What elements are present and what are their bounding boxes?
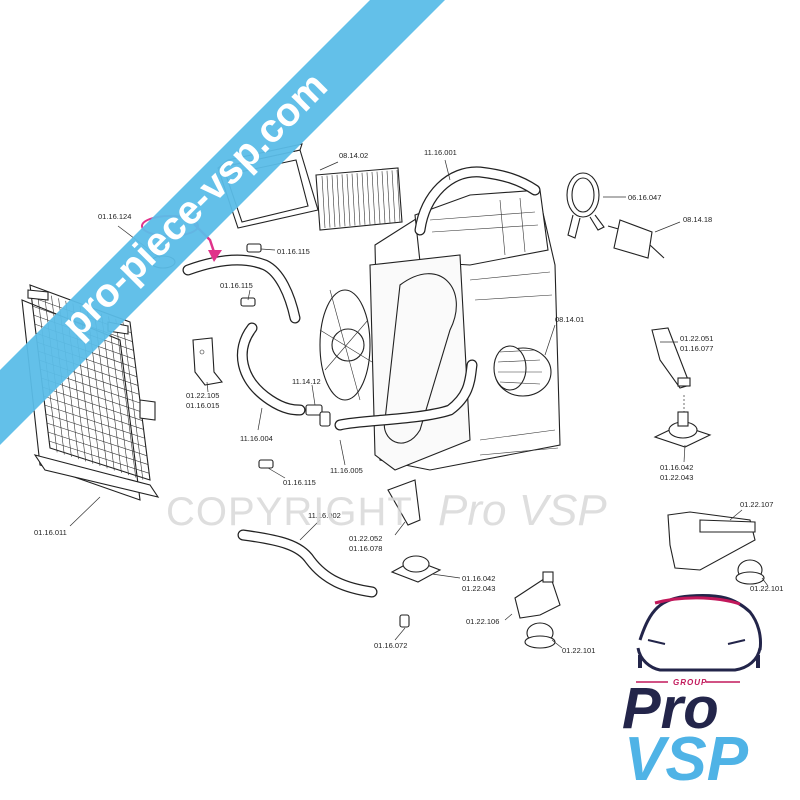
label-08-14-01: 08.14.01 <box>555 315 584 324</box>
label-01-22-043-right: 01.22.043 <box>660 473 693 482</box>
car-front-icon <box>636 594 762 672</box>
label-01-16-078: 01.16.078 <box>349 544 382 553</box>
label-08-14-02: 08.14.02 <box>339 151 368 160</box>
label-01-22-107: 01.22.107 <box>740 500 773 509</box>
hoses <box>182 166 541 598</box>
watermark-brand: Pro VSP <box>438 486 607 535</box>
label-01-16-042-right: 01.16.042 <box>660 463 693 472</box>
label-06-16-047: 06.16.047 <box>628 193 661 202</box>
label-01-22-105: 01.22.105 <box>186 391 219 400</box>
label-01-16-077: 01.16.077 <box>680 344 713 353</box>
label-01-16-124: 01.16.124 <box>98 212 131 221</box>
label-11-16-002: 11.16.002 <box>308 511 341 520</box>
label-08-14-18: 08.14.18 <box>683 215 712 224</box>
label-01-16-015: 01.16.015 <box>186 401 219 410</box>
label-01-16-011: 01.16.011 <box>34 528 67 537</box>
label-11-16-001: 11.16.001 <box>424 148 457 157</box>
label-01-22-106: 01.22.106 <box>466 617 499 626</box>
label-01-16-115-mid: 01.16.115 <box>220 281 253 290</box>
brackets-and-mounts <box>192 327 765 649</box>
copyright-watermark: COPYRIGHT Pro VSP <box>166 486 607 535</box>
label-01-22-101-right: 01.22.101 <box>750 584 783 593</box>
label-11-16-005: 11.16.005 <box>330 466 363 475</box>
fuel-filter-08-14-18 <box>607 219 665 259</box>
logo-vsp-text: VSP <box>624 725 749 794</box>
oil-filter-08-14-01 <box>493 345 552 397</box>
label-01-22-101-bottom: 01.22.101 <box>562 646 595 655</box>
copyright-text: COPYRIGHT <box>166 490 413 534</box>
label-11-14-12: 11.14.12 <box>292 377 321 386</box>
label-01-22-043-center: 01.22.043 <box>462 584 495 593</box>
label-01-16-115-low: 01.16.115 <box>283 478 316 487</box>
label-01-16-042-center: 01.16.042 <box>462 574 495 583</box>
logo-group-text: GROUP <box>673 678 707 687</box>
hose-clamp-06-16-047 <box>566 172 605 239</box>
fittings <box>150 243 410 628</box>
label-01-16-072: 01.16.072 <box>374 641 407 650</box>
pro-vsp-logo: GROUP Pro VSP <box>622 594 762 794</box>
label-01-16-115-top: 01.16.115 <box>277 247 310 256</box>
label-01-22-052: 01.22.052 <box>349 534 382 543</box>
part-labels: 01.16.124 01.16.115 01.16.115 01.16.115 … <box>34 148 783 655</box>
air-filter-08-14-02 <box>315 167 403 231</box>
label-01-22-051: 01.22.051 <box>680 334 713 343</box>
label-11-16-004: 11.16.004 <box>240 434 273 443</box>
logo-pro-text: Pro <box>622 676 719 741</box>
